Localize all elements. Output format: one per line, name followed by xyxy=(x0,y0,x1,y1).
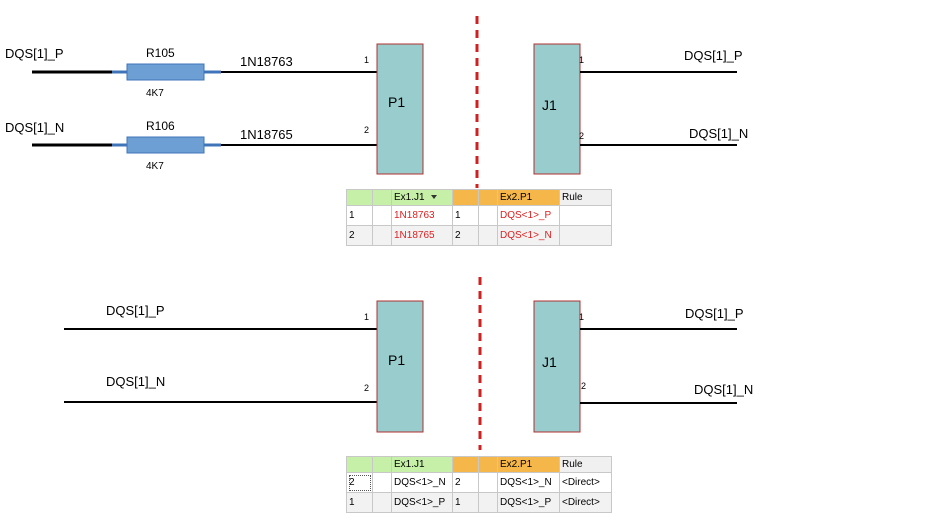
header-rule[interactable]: Rule xyxy=(559,456,612,473)
row-blank xyxy=(372,472,392,493)
p1-top-pin1: 1 xyxy=(364,55,369,65)
row-index[interactable]: 2 xyxy=(346,472,373,493)
header-corner xyxy=(346,189,373,206)
header-ex1[interactable]: Ex1.J1 xyxy=(391,189,453,206)
j1-bottom-ref: J1 xyxy=(542,354,557,370)
net-label-bottom-p-left: DQS[1]_P xyxy=(106,303,165,318)
cell-pin[interactable]: 1 xyxy=(452,205,479,226)
table-row[interactable]: 1 DQS<1>_P 1 DQS<1>_P <Direct> xyxy=(346,492,612,513)
cell-ex1[interactable]: DQS<1>_P xyxy=(391,492,453,513)
r105-value: 4K7 xyxy=(146,88,164,99)
j1-top-pin2: 2 xyxy=(579,131,584,141)
table-header-row: Ex1.J1 Ex2.P1 Rule xyxy=(346,456,612,473)
r106-ref: R106 xyxy=(146,119,175,133)
cell-blank xyxy=(478,472,498,493)
resistor-r106[interactable] xyxy=(126,136,205,154)
header-pin xyxy=(452,189,479,206)
header-rule[interactable]: Rule xyxy=(559,189,612,206)
header-blank-2 xyxy=(478,456,498,473)
cell-blank xyxy=(478,225,498,246)
header-ex1[interactable]: Ex1.J1 xyxy=(391,456,453,473)
net-label-bottom-n-left: DQS[1]_N xyxy=(106,374,165,389)
net-label-top-n-left: DQS[1]_N xyxy=(5,120,64,135)
j1-top-pin1: 1 xyxy=(579,55,584,65)
j1-top-ref: J1 xyxy=(542,97,557,113)
table-row[interactable]: 2 1N18765 2 DQS<1>_N xyxy=(346,225,612,246)
header-blank xyxy=(372,189,392,206)
row-blank xyxy=(372,205,392,226)
component-j1-bottom[interactable] xyxy=(533,300,581,433)
header-blank-2 xyxy=(478,189,498,206)
j1-bottom-pin1: 1 xyxy=(579,312,584,322)
header-ex2[interactable]: Ex2.P1 xyxy=(497,189,560,206)
net-label-top-p-right: DQS[1]_P xyxy=(684,48,743,63)
table-row[interactable]: 1 1N18763 1 DQS<1>_P xyxy=(346,205,612,226)
net-label-bottom-n-right: DQS[1]_N xyxy=(694,382,753,397)
cell-ex2[interactable]: DQS<1>_P xyxy=(497,492,560,513)
net-label-1n18765: 1N18765 xyxy=(240,127,293,142)
cell-rule[interactable] xyxy=(559,205,612,226)
net-label-1n18763: 1N18763 xyxy=(240,54,293,69)
row-blank xyxy=(372,225,392,246)
cell-ex1[interactable]: 1N18765 xyxy=(391,225,453,246)
header-ex2[interactable]: Ex2.P1 xyxy=(497,456,560,473)
row-index: 2 xyxy=(346,225,373,246)
cell-ex1[interactable]: DQS<1>_N xyxy=(391,472,453,493)
cell-rule[interactable]: <Direct> xyxy=(559,472,612,493)
row-index: 1 xyxy=(346,492,373,513)
table-header-row: Ex1.J1 Ex2.P1 Rule xyxy=(346,189,612,206)
cell-pin[interactable]: 2 xyxy=(452,472,479,493)
p1-bottom-pin1: 1 xyxy=(364,312,369,322)
chevron-down-icon[interactable] xyxy=(430,195,437,200)
p1-top-ref: P1 xyxy=(388,94,405,110)
component-p1-top[interactable] xyxy=(376,43,424,175)
j1-bottom-pin2: 2 xyxy=(581,381,586,391)
resistor-r105[interactable] xyxy=(126,63,205,81)
header-corner xyxy=(346,456,373,473)
p1-top-pin2: 2 xyxy=(364,125,369,135)
component-j1-top[interactable] xyxy=(533,43,581,175)
cell-ex1[interactable]: 1N18763 xyxy=(391,205,453,226)
cell-rule[interactable]: <Direct> xyxy=(559,492,612,513)
cell-blank xyxy=(478,492,498,513)
header-pin xyxy=(452,456,479,473)
table-row[interactable]: 2 DQS<1>_N 2 DQS<1>_N <Direct> xyxy=(346,472,612,493)
cell-blank xyxy=(478,205,498,226)
r105-ref: R105 xyxy=(146,46,175,60)
cell-ex2[interactable]: DQS<1>_P xyxy=(497,205,560,226)
row-index: 1 xyxy=(346,205,373,226)
cell-ex2[interactable]: DQS<1>_N xyxy=(497,472,560,493)
net-label-bottom-p-right: DQS[1]_P xyxy=(685,306,744,321)
cell-pin[interactable]: 2 xyxy=(452,225,479,246)
cell-rule[interactable] xyxy=(559,225,612,246)
mapping-table-bottom[interactable]: Ex1.J1 Ex2.P1 Rule 2 DQS<1>_N 2 DQS<1>_N… xyxy=(346,456,612,513)
net-label-top-n-right: DQS[1]_N xyxy=(689,126,748,141)
row-blank xyxy=(372,492,392,513)
mapping-table-top[interactable]: Ex1.J1 Ex2.P1 Rule 1 1N18763 1 DQS<1>_P … xyxy=(346,189,612,246)
p1-bottom-pin2: 2 xyxy=(364,383,369,393)
p1-bottom-ref: P1 xyxy=(388,352,405,368)
component-p1-bottom[interactable] xyxy=(376,300,424,433)
r106-value: 4K7 xyxy=(146,161,164,172)
cell-pin[interactable]: 1 xyxy=(452,492,479,513)
cell-ex2[interactable]: DQS<1>_N xyxy=(497,225,560,246)
net-label-top-p-left: DQS[1]_P xyxy=(5,46,64,61)
header-blank xyxy=(372,456,392,473)
